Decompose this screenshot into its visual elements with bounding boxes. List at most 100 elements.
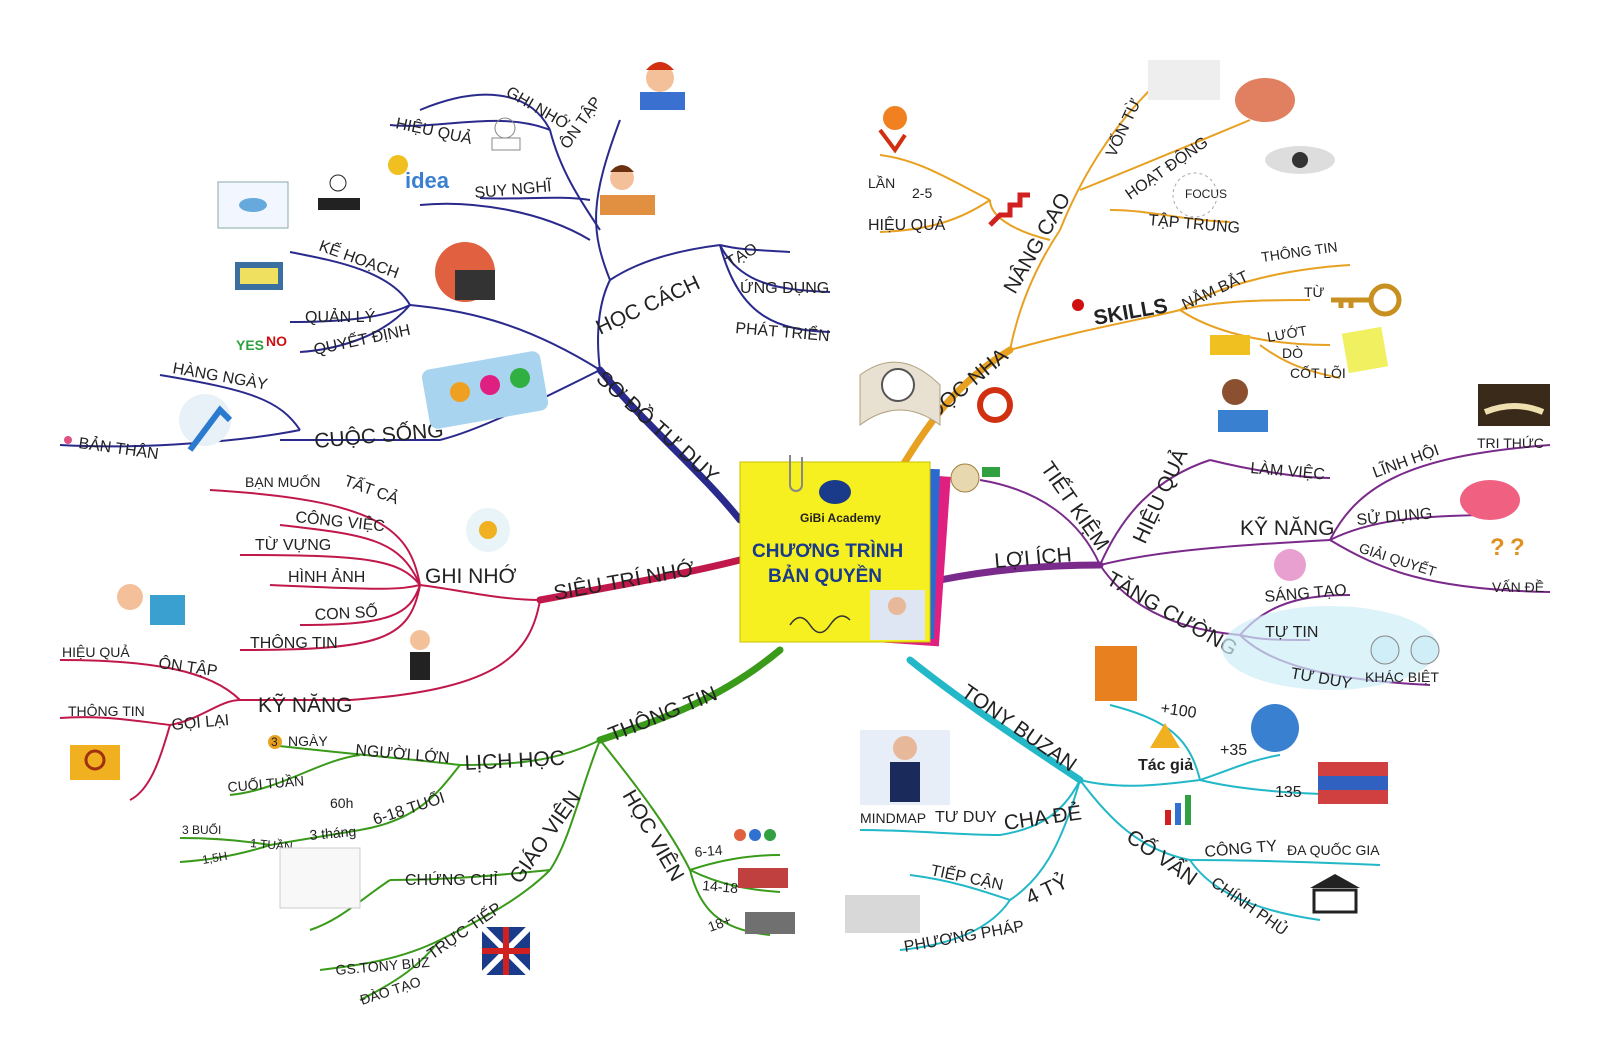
vocabulary-cloud-icon	[1148, 60, 1220, 100]
running-man-icon	[878, 106, 907, 154]
label-3-thang: 3 tháng	[309, 823, 357, 843]
label-phuong-phap: PHƯƠNG PHÁP	[902, 916, 1025, 956]
label-thong-tin: THÔNG TIN	[605, 682, 720, 746]
label-hoc-vien: HỌC VIÊN	[618, 786, 689, 885]
cloud-highlight	[1222, 606, 1438, 690]
label-luot: LƯỚT	[1266, 322, 1309, 345]
label-lam-viec: LÀM VIỆC	[1250, 458, 1326, 483]
child-desk-icon	[1218, 379, 1268, 432]
uk-flag-icon	[479, 924, 533, 978]
label-tiep-can: TIẾP CẬN	[929, 860, 1005, 894]
branch-thong-tin	[179, 739, 781, 1001]
label-tat-ca: TẤT CẢ	[342, 471, 402, 508]
label-cot-loi: CỐT LÕI	[1290, 364, 1346, 381]
center-title-line2: BẢN QUYỀN	[768, 565, 882, 587]
studying-child-icon	[117, 584, 185, 625]
label-2-5: 2-5	[912, 185, 932, 201]
key-icon	[1331, 283, 1402, 317]
label-sang-tao: SÁNG TẠO	[1264, 580, 1348, 606]
svg-text:idea: idea	[405, 168, 450, 193]
label-lich-hoc: LỊCH HỌC	[464, 747, 565, 775]
office-worker-icon	[435, 242, 495, 302]
label-14-18: 14-18	[702, 877, 739, 896]
label-giao-vien: GIÁO VIÊN	[505, 787, 585, 888]
book-cover-icon	[1095, 646, 1137, 701]
people-crowd-icon	[845, 895, 920, 933]
label-plus-100: +100	[1159, 700, 1197, 722]
label-tony-buzan: TONY BUZAN	[957, 680, 1080, 776]
kids-group-icon	[734, 829, 776, 841]
brain-cartoon-icon	[1460, 480, 1520, 520]
fish-bowl-icon	[1370, 635, 1440, 665]
label-18-plus: 18+	[706, 912, 734, 935]
center-logo-text: GiBi Academy	[800, 511, 881, 525]
label-135: 135	[1275, 784, 1302, 801]
label-khac-biet: KHÁC BIỆT	[1365, 669, 1439, 685]
label-phat-trien: PHÁT TRIỂN	[735, 318, 831, 345]
folder-search-icon	[70, 745, 120, 780]
tony-buzan-photo-icon	[860, 730, 950, 805]
label-ke-hoach: KẾ HOẠCH	[317, 236, 402, 282]
label-tao: TẠO	[724, 240, 761, 271]
label-so-do-tu-duy: SƠ ĐỒ TƯ DUY	[592, 366, 724, 488]
label-von-tu: VỐN TỪ	[1100, 95, 1144, 160]
paperclip-icon	[789, 455, 803, 492]
award-icon	[1150, 723, 1180, 748]
label-dao-tao: ĐÀO TẠO	[358, 973, 423, 1008]
label-da-quoc-gia: ĐA QUỐC GIA	[1287, 841, 1380, 858]
note-paper-icon	[1341, 326, 1389, 374]
label-focus: FOCUS	[1185, 187, 1227, 201]
label-nguoi-lon: NGƯỜI LỚN	[355, 740, 451, 767]
person-icon	[64, 436, 72, 444]
label-6-18-tuoi: 6-18 TUỔI	[370, 788, 447, 829]
trunk-doc-nhanh	[896, 346, 1014, 474]
trunk-sieu-tri-nho	[536, 556, 744, 604]
yes-no-icon: YES NO	[236, 333, 287, 353]
eye-icon	[1265, 146, 1335, 174]
svg-text:?: ?	[1510, 534, 1525, 561]
label-hang-ngay: HÀNG NGÀY	[171, 358, 269, 393]
label-ban-muon: BẠN MUỐN	[245, 473, 320, 490]
chart-growth-icon	[1165, 795, 1191, 825]
label-60h: 60h	[330, 795, 353, 811]
reading-glasses-icon	[1210, 335, 1250, 355]
child-reading-icon	[640, 62, 685, 110]
hands-paint-icon	[421, 351, 549, 429]
label-ngay-num: 3	[271, 735, 278, 749]
branch-tony-buzan	[859, 704, 1381, 951]
label-do: DÒ	[1282, 345, 1303, 361]
trunk-thong-tin	[596, 646, 784, 744]
flags-icon	[1318, 762, 1388, 804]
label-tu-duy-tb: TƯ DUY	[935, 809, 997, 826]
label-con-so: CON SỐ	[314, 601, 378, 624]
center-note: GiBi Academy CHƯƠNG TRÌNH BẢN QUYỀN	[739, 455, 951, 647]
label-ban-than: BẢN THÂN	[77, 433, 159, 463]
book-clock-icon	[859, 361, 941, 426]
stairs-icon	[988, 192, 1030, 227]
label-hinh-anh: HÌNH ẢNH	[288, 567, 365, 586]
label-cha-de: CHA ĐẺ	[1002, 801, 1083, 835]
meeting-icon	[318, 174, 360, 210]
label-mindmap: MINDMAP	[860, 810, 926, 826]
label-skills: SKILLS	[1092, 294, 1170, 330]
globe-icon	[1251, 704, 1299, 752]
label-tac-gia: Tác giả	[1138, 757, 1193, 774]
trunk-so-do-tu-duy	[596, 366, 744, 524]
label-cong-ty: CÔNG TY	[1204, 836, 1278, 861]
label-cong-viec: CÔNG VIỆC	[295, 507, 386, 535]
center-title-line1: CHƯƠNG TRÌNH	[752, 540, 903, 562]
label-tap-trung: TẬP TRUNG	[1148, 210, 1241, 237]
label-ngay: NGÀY	[288, 733, 328, 749]
signature-icon	[789, 615, 851, 634]
label-hieu-qua-dn: HIỆU QUẢ	[868, 215, 946, 234]
label-thong-tin-stn: THÔNG TIN	[250, 633, 338, 652]
idea-icon: idea	[388, 155, 450, 193]
business-plan-icon	[217, 181, 289, 229]
label-hieu-qua-left: HIỆU QUẢ	[62, 644, 130, 660]
label-chung-chi: CHỨNG CHỈ	[405, 870, 498, 889]
label-1-5h: 1,5H	[201, 849, 228, 867]
label-chinh-phu: CHÍNH PHỦ	[1208, 873, 1292, 940]
branch-sieu-tri-nho	[59, 489, 541, 801]
presentation-icon	[235, 262, 283, 290]
